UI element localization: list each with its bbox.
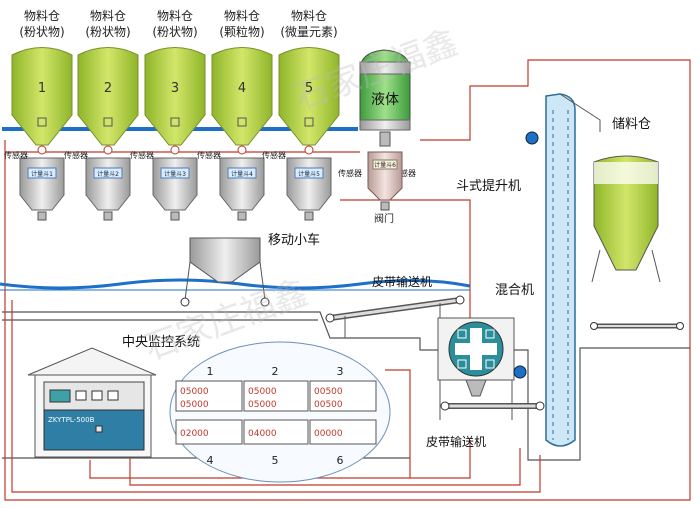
liquid-tank: 液体 计量斗6 阀门 — [359, 49, 411, 225]
mixer: 混合机 — [437, 283, 534, 420]
silo-title: 物料仓 — [157, 9, 193, 23]
display-3: 3 00500 00500 — [309, 365, 377, 412]
silo-type: (微量元素) — [280, 25, 337, 39]
sensor-label: 传感器 — [64, 150, 88, 160]
sensor-labels: 传感器 传感器 传感器 传感器 传感器 传感器 传感器 — [4, 150, 416, 178]
display-number: 1 — [207, 365, 214, 378]
display-row: 00500 — [314, 387, 343, 397]
display-number: 6 — [337, 454, 344, 467]
silo-type: (粉状物) — [152, 25, 197, 39]
sensor-label: 传感器 — [197, 150, 221, 160]
liquid-label: 液体 — [371, 92, 399, 108]
display-number: 4 — [207, 454, 214, 467]
display-6: 00000 6 — [309, 419, 377, 467]
control-system-label: 中央监控系统 — [122, 335, 200, 350]
display-number: 5 — [272, 454, 279, 467]
storage-bin: 储料仓 — [590, 117, 684, 330]
display-5: 04000 5 — [243, 419, 309, 467]
bucket-elevator: 斗式提升机 — [456, 93, 601, 447]
display-row: 00000 — [314, 429, 343, 439]
control-house: ZKYTPL-500B 中央监控系统 — [27, 335, 200, 458]
silo-group: 物料仓 (粉状物) 1 计量斗1 物料仓 (粉状物) 2 计量斗2 物料仓 (粉… — [11, 9, 340, 221]
valve-label: 阀门 — [374, 212, 394, 225]
display-row: 05000 — [248, 387, 277, 397]
silo-1: 物料仓 (粉状物) 1 计量斗1 — [11, 9, 73, 221]
belt-top-label: 皮带输送机 — [372, 274, 432, 289]
display-number: 3 — [337, 365, 344, 378]
display-4: 02000 4 — [175, 419, 243, 467]
scale-label: 计量斗4 — [231, 170, 253, 178]
display-row: 05000 — [180, 387, 209, 397]
sensor-label: 传感器 — [262, 150, 286, 160]
display-row: 02000 — [180, 429, 209, 439]
elevator-label: 斗式提升机 — [456, 178, 521, 194]
silo-number: 3 — [171, 81, 179, 96]
silo-3: 物料仓 (粉状物) 3 计量斗3 — [144, 9, 206, 221]
display-panel: 1 05000 05000 2 05000 05000 3 00500 0050… — [169, 341, 391, 483]
belt-conveyor-bottom: 皮带输送机 — [426, 401, 545, 449]
sensor-label: 传感器 — [338, 168, 362, 178]
silo-title: 物料仓 — [291, 9, 327, 23]
belt-bottom-label: 皮带输送机 — [426, 434, 486, 449]
display-number: 2 — [272, 365, 279, 378]
silo-type: (粉状物) — [85, 25, 130, 39]
silo-number: 5 — [305, 81, 313, 96]
silo-type: (粉状物) — [19, 25, 64, 39]
belt-conveyor-top: 皮带输送机 — [325, 274, 465, 338]
silo-number: 2 — [104, 81, 112, 96]
sensor-label: 传感器 — [392, 168, 416, 178]
scale-label: 计量斗5 — [298, 170, 320, 178]
display-row: 05000 — [248, 400, 277, 410]
mobile-cart-label: 移动小车 — [268, 232, 320, 248]
silo-type: (颗粒物) — [219, 24, 264, 39]
scale-label: 计量斗1 — [31, 170, 53, 178]
storage-bin-label: 储料仓 — [612, 117, 651, 132]
scale-label: 计量斗2 — [97, 170, 119, 178]
display-row: 05000 — [180, 400, 209, 410]
silo-title: 物料仓 — [224, 9, 260, 23]
display-row: 00500 — [314, 400, 343, 410]
silo-number: 1 — [38, 81, 46, 96]
silo-2: 物料仓 (粉状物) 2 计量斗2 — [77, 9, 139, 221]
scale-label: 计量斗3 — [164, 170, 186, 178]
scale-label: 计量斗6 — [374, 161, 396, 169]
silo-title: 物料仓 — [24, 9, 60, 23]
sensor-label: 传感器 — [4, 150, 28, 160]
display-1: 1 05000 05000 — [175, 365, 243, 412]
sensor-label: 传感器 — [130, 150, 154, 160]
silo-5: 物料仓 (微量元素) 5 计量斗5 — [278, 9, 340, 221]
mixer-label: 混合机 — [495, 283, 534, 298]
mobile-cart: 移动小车 — [0, 232, 471, 307]
silo-4: 物料仓 (颗粒物) 4 计量斗4 — [211, 9, 273, 221]
silo-title: 物料仓 — [90, 9, 126, 23]
display-row: 04000 — [248, 429, 277, 439]
silo-number: 4 — [238, 81, 246, 96]
display-2: 2 05000 05000 — [243, 365, 309, 412]
cabinet-model: ZKYTPL-500B — [48, 416, 95, 424]
